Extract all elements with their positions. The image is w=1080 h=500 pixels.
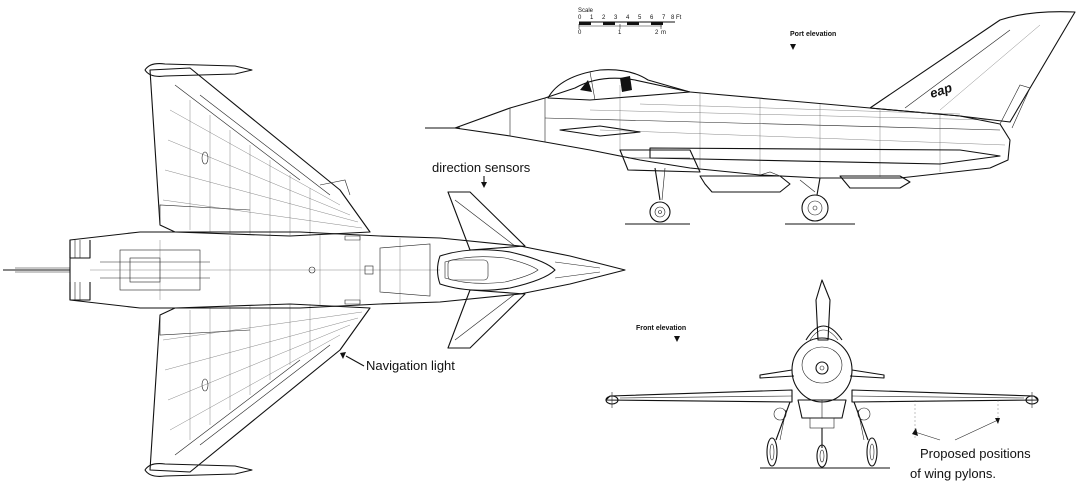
fuselage-side [454, 77, 1011, 179]
scale-m-0: 0 [578, 30, 582, 36]
plan-view [3, 63, 626, 477]
canard-front-left [759, 369, 795, 379]
scale-bar: Scale 0 1 2 3 4 5 6 7 8 Ft 0 1 2 m [578, 8, 682, 36]
navigation-light-label: Navigation light [366, 358, 455, 373]
ventral-store [699, 175, 791, 193]
wing-pylons-label-line2: of wing pylons. [910, 466, 996, 481]
canopy-side [547, 69, 691, 101]
wing-front-left [605, 389, 793, 403]
scale-ft-2: 2 [602, 15, 606, 21]
scale-ft-1: 1 [590, 15, 594, 21]
canard-front-right [849, 369, 885, 379]
front-main-gear-left [766, 401, 791, 467]
scale-m-unit: m [661, 30, 666, 36]
nose-landing-gear [649, 167, 671, 223]
front-view [605, 279, 1039, 469]
upper-canard [447, 191, 526, 251]
tail-marking: eap [928, 80, 954, 101]
intake-side [619, 149, 701, 173]
upper-wingtip-missile [144, 63, 253, 77]
scale-ft-0: 0 [578, 15, 582, 21]
canopy-front [805, 325, 843, 341]
scale-ft-6: 6 [650, 15, 654, 21]
lower-canard [447, 289, 526, 349]
front-main-gear-right [853, 401, 878, 467]
front-nose-gear [816, 428, 828, 468]
intake-front [797, 399, 847, 419]
wing-front-right [851, 389, 1039, 403]
scale-ft-5: 5 [638, 15, 642, 21]
scale-ft-unit: Ft [676, 15, 682, 21]
navigation-light-arrow [345, 355, 365, 367]
scale-ft-4: 4 [626, 15, 630, 21]
direction-sensors-label: direction sensors [432, 160, 531, 175]
main-landing-gear [799, 177, 829, 222]
port-elevation-label: Port elevation [790, 31, 836, 38]
scale-title: Scale [578, 8, 594, 14]
lower-wing [149, 303, 371, 473]
fin-front [815, 279, 831, 341]
canard-side [559, 125, 641, 137]
lower-wingtip-missile [144, 463, 253, 477]
scale-m-1: 1 [618, 30, 622, 36]
side-view: eap [425, 11, 1076, 225]
scale-m-2: 2 [655, 30, 659, 36]
canopy-plan [436, 249, 556, 291]
wing-pylons-label-line1: Proposed positions [920, 446, 1031, 461]
scale-ft-7: 7 [662, 15, 666, 21]
wing-side [649, 147, 1001, 165]
tail-fin [869, 11, 1076, 123]
front-elevation-label: Front elevation [636, 325, 686, 332]
upper-wing [149, 67, 371, 237]
scale-ft-8: 8 [671, 15, 675, 21]
scale-ft-3: 3 [614, 15, 618, 21]
fuselage-plan [69, 231, 626, 309]
